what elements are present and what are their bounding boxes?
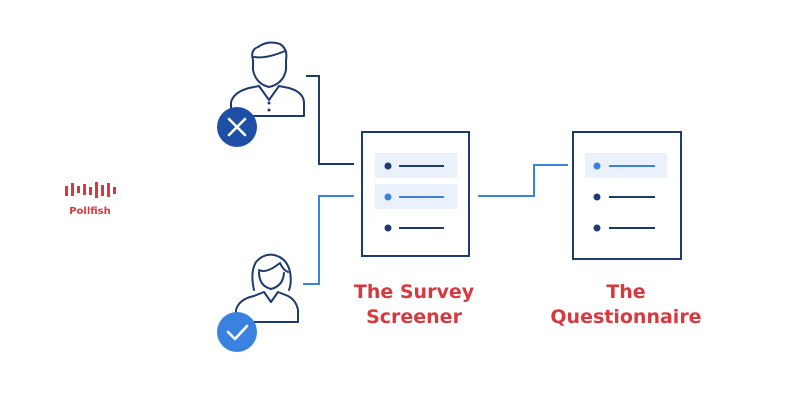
questionnaire-form [572,131,682,260]
check-circle-icon [217,312,257,352]
survey-screener-label-line2: Screener [366,306,462,328]
screener-row-3-bullet [384,224,392,232]
screener-row-1-bullet [384,162,392,170]
x-circle-icon [217,107,257,147]
screener-row-2-bullet [384,193,392,201]
questionnaire-row-3-bullet [593,224,601,232]
survey-screener-label: The Survey Screener [329,280,499,330]
survey-screener-form [361,131,470,257]
male-user-icon [230,41,305,117]
questionnaire-label: The Questionnaire [541,280,711,330]
accepted-connector-line [303,195,354,285]
pollfish-logo-text: Pollfish [69,206,111,217]
survey-screener-label-line1: The Survey [353,281,475,303]
female-user-icon [235,253,299,323]
screener-to-questionnaire-line [478,164,568,197]
questionnaire-row-1-bullet [593,162,601,170]
questionnaire-label-line1: The [606,281,646,303]
rejected-connector-line [306,75,354,165]
pollfish-logo-icon [65,182,116,198]
questionnaire-label-line2: Questionnaire [550,306,702,328]
questionnaire-row-2-bullet [593,193,601,201]
